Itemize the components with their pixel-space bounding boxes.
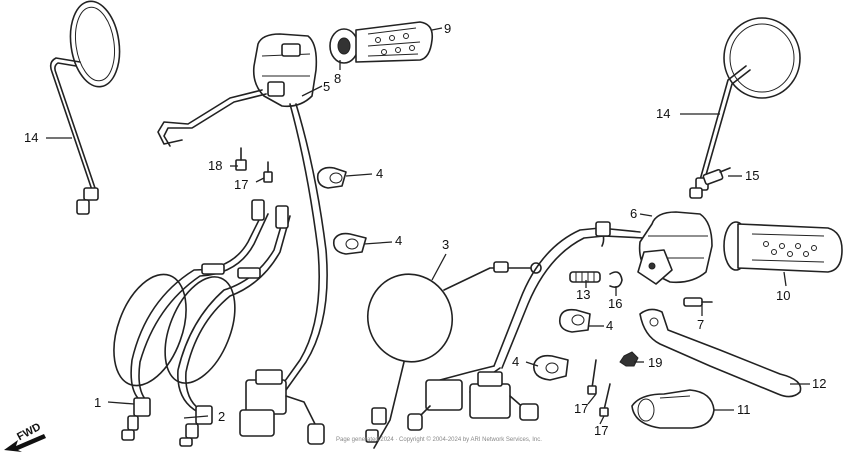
screw-15	[702, 167, 731, 186]
callout-14-left: 14	[24, 130, 39, 145]
callout-11: 11	[737, 402, 751, 417]
callout-18: 18	[208, 158, 223, 173]
copyright-watermark: Page generated 2024 · Copyright © 2004-2…	[336, 437, 542, 443]
throttle-grip	[723, 221, 843, 273]
callout-2: 2	[218, 409, 226, 424]
callout-19: 19	[648, 355, 663, 370]
clamp-lower-left	[332, 232, 367, 255]
pivot-bolt-7	[683, 297, 713, 307]
callout-16: 16	[608, 296, 623, 311]
right-screws	[587, 359, 611, 417]
callout-8: 8	[334, 71, 342, 86]
callout-7: 7	[697, 317, 705, 332]
callout-13: 13	[576, 287, 591, 302]
nut-19	[619, 351, 639, 367]
brake-lever	[639, 308, 802, 398]
callout-4-upper-left: 4	[376, 166, 384, 181]
callout-5: 5	[323, 79, 331, 94]
callout-9: 9	[444, 21, 452, 36]
clamp-right-lower	[533, 354, 569, 381]
left-harness	[239, 103, 328, 445]
right-mirror	[689, 17, 801, 199]
clip-16	[609, 271, 623, 288]
callout-1: 1	[94, 395, 102, 410]
callout-4-right-lower: 4	[512, 354, 520, 369]
throttle-cable	[365, 261, 542, 449]
left-cables	[113, 199, 291, 447]
right-switch-housing	[637, 211, 713, 285]
callout-14-right: 14	[656, 106, 671, 121]
callout-10: 10	[776, 288, 791, 303]
callout-12: 12	[812, 376, 827, 391]
left-grip	[329, 21, 434, 64]
callout-15: 15	[745, 168, 760, 183]
left-switch-housing	[157, 33, 318, 147]
clamp-right-upper	[558, 308, 591, 333]
leader-lines	[46, 27, 810, 425]
callout-17-left: 17	[234, 177, 249, 192]
callout-17-right-b: 17	[594, 423, 609, 438]
forward-direction-marker: FWD	[4, 421, 52, 452]
callout-6: 6	[630, 206, 638, 221]
callout-3: 3	[442, 237, 450, 252]
right-harness	[407, 221, 645, 431]
left-screws	[235, 147, 273, 183]
callout-17-right-a: 17	[574, 401, 589, 416]
lever-cover	[631, 389, 715, 429]
spring-13	[569, 271, 601, 283]
clamp-upper-left	[316, 166, 347, 189]
left-mirror	[49, 0, 121, 215]
forward-arrow-icon	[4, 434, 46, 452]
callout-4-lower-left: 4	[395, 233, 403, 248]
callout-4-right-upper: 4	[606, 318, 614, 333]
